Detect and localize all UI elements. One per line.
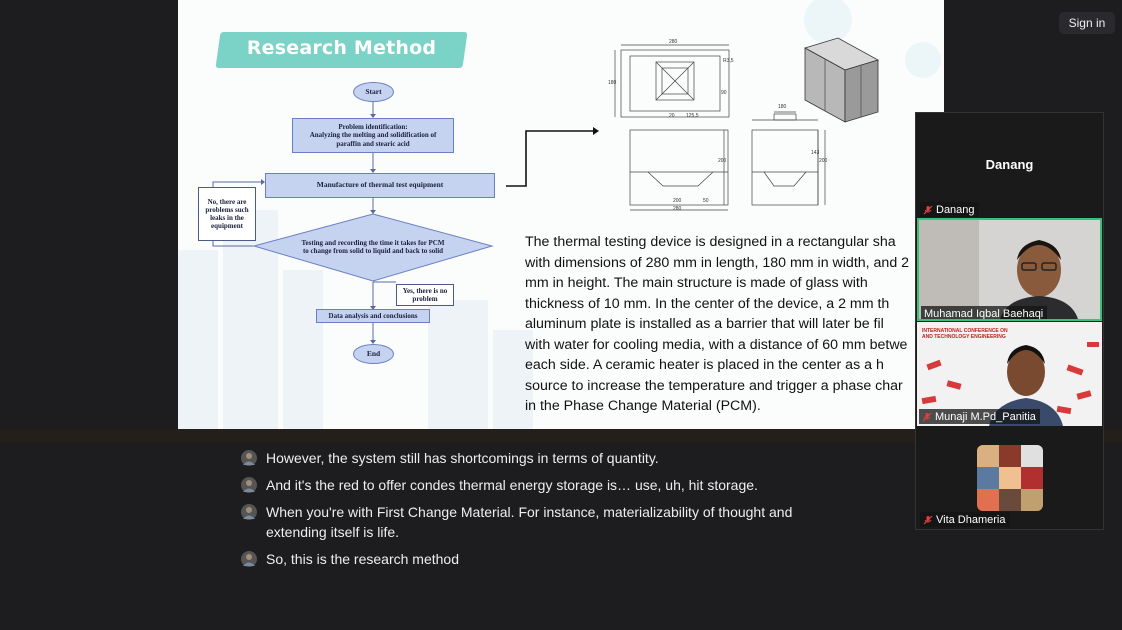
flow-end: End — [353, 344, 394, 364]
video-tile-muhamad[interactable]: Muhamad Iqbal Baehaqi — [917, 218, 1102, 321]
participant-tag-muhamad: Muhamad Iqbal Baehaqi — [921, 306, 1048, 319]
slide-title-banner: Research Method — [215, 32, 468, 68]
paragraph-line: aluminum plate is installed as a barrier… — [525, 316, 884, 332]
flow-data-analysis: Data analysis and conclusions — [316, 309, 430, 323]
caption-line: However, the system still has shortcomin… — [241, 448, 659, 468]
dim-side-inner: 143 — [811, 150, 820, 156]
participants-panel: Danang Danang Muhamad Iqbal Baehaqi — [915, 112, 1104, 530]
mic-off-icon — [922, 412, 932, 421]
slide-background — [178, 0, 941, 429]
caption-line: So, this is the research method — [241, 549, 459, 569]
dim-side-height: 200 — [819, 158, 828, 164]
participant-tag-vita: Vita Dhameria — [920, 512, 1010, 527]
dim-side-width: 180 — [778, 104, 787, 110]
speaker-name-placeholder: Danang — [985, 157, 1034, 172]
mic-off-icon — [923, 515, 933, 524]
speaker-avatar-icon — [241, 450, 257, 466]
paragraph-line: source to increase the temperature and t… — [525, 377, 903, 394]
caption-line: And it's the red to offer condes thermal… — [241, 475, 758, 495]
dim-front-width: 280 — [673, 206, 682, 212]
speaker-avatar-icon — [241, 551, 257, 567]
flow-testing: Testing and recording the time it takes … — [301, 238, 445, 255]
dim-front-height: 200 — [718, 158, 727, 164]
paragraph-line: each side. A ceramic heater is placed in… — [525, 357, 884, 373]
paragraph-line: with dimensions of 280 mm in length, 180… — [525, 254, 910, 271]
caption-line: When you're with First Change Material. … — [241, 502, 792, 542]
flow-no-problems: No, there are problems such leaks in the… — [198, 187, 256, 241]
caption-area-edge — [0, 429, 1122, 443]
participant-tag-munaji: Munaji M.Pd_Panitia — [919, 409, 1040, 424]
flow-problem-identification: Problem identification: Analyzing the me… — [292, 118, 454, 153]
dim-angle: R3,5 — [723, 58, 734, 64]
dim-bottom-b: 50 — [703, 198, 709, 204]
paragraph-line: The thermal testing device is designed i… — [525, 234, 896, 250]
dim-base-b: 125,5 — [686, 113, 699, 119]
paragraph-line: thickness of 10 mm. In the center of the… — [525, 295, 890, 312]
speaker-avatar-icon — [241, 504, 257, 520]
paragraph-line: in the Phase Change Material (PCM). — [525, 398, 761, 414]
dim-bottom-a: 200 — [673, 198, 682, 204]
slide-paragraph: The thermal testing device is designed i… — [525, 232, 935, 417]
participant-tag-danang: Danang — [920, 202, 979, 217]
shared-slide: Research Method Start Problem identifica… — [178, 0, 944, 429]
conference-banner: INTERNATIONAL CONFERENCE ON AND TECHNOLO… — [922, 328, 1008, 340]
paragraph-line: with water for cooling media, with a dis… — [525, 336, 908, 353]
slide-title: Research Method — [246, 37, 437, 59]
avatar-collage — [977, 445, 1043, 511]
dim-base-a: 20 — [669, 113, 675, 119]
speaker-avatar-icon — [241, 477, 257, 493]
flow-yes-no-problem: Yes, there is no problem — [396, 284, 454, 306]
dim-inner: 90 — [721, 90, 727, 96]
dim-top-side: 180 — [608, 80, 617, 86]
paragraph-line: mm in height. The main structure is made… — [525, 275, 868, 291]
avatar-vita[interactable] — [977, 445, 1043, 511]
mic-off-icon — [923, 205, 933, 214]
flow-manufacture: Manufacture of thermal test equipment — [265, 173, 495, 198]
video-tile-munaji[interactable]: INTERNATIONAL CONFERENCE ON AND TECHNOLO… — [917, 322, 1102, 426]
dim-top-width: 280 — [669, 39, 678, 45]
flow-start: Start — [353, 82, 394, 102]
sign-in-button[interactable]: Sign in — [1059, 12, 1115, 34]
